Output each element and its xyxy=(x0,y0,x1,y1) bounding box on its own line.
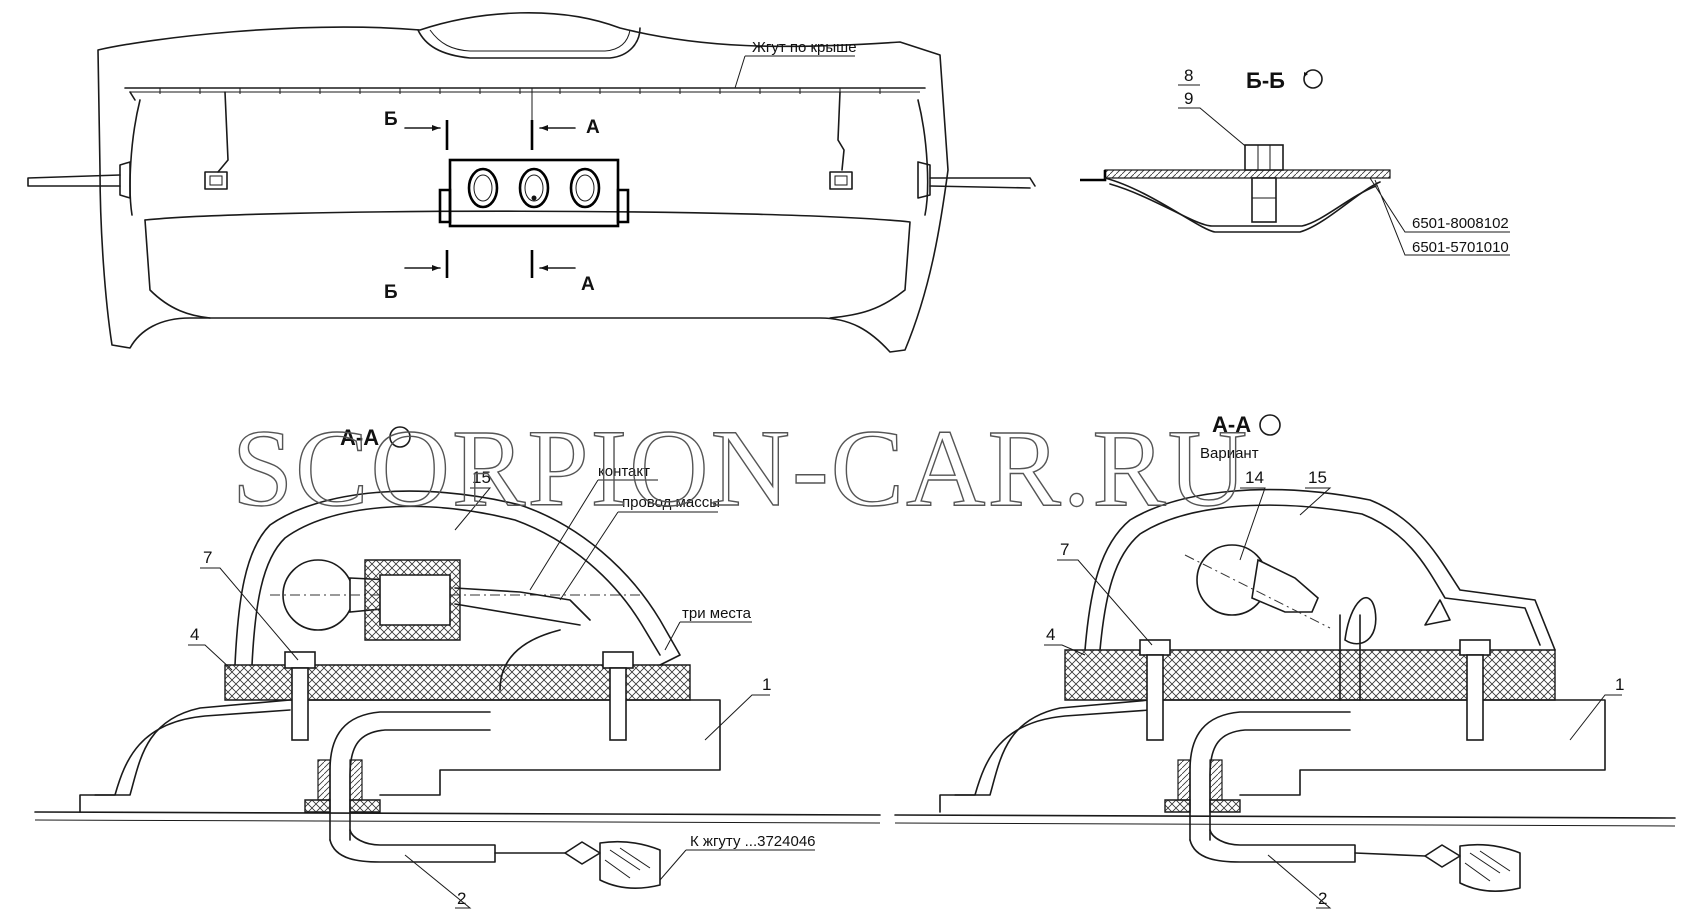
callout-2-left: 2 xyxy=(457,889,466,908)
callout-4-left: 4 xyxy=(190,625,199,644)
callout-8: 8 xyxy=(1184,66,1193,85)
section-b-label-bottom: Б xyxy=(384,282,398,303)
section-b-label-top: Б xyxy=(384,109,398,130)
section-left-rotation-icon xyxy=(389,426,411,448)
callout-9: 9 xyxy=(1184,89,1193,108)
callout-1-left: 1 xyxy=(762,675,771,694)
detail-bb-title: Б-Б xyxy=(1246,68,1285,93)
section-right-rotation-icon xyxy=(1259,414,1281,436)
section-a-label-bottom: А xyxy=(581,274,595,295)
harness-clips xyxy=(159,88,881,94)
part-number-1: 6501-8008102 xyxy=(1412,215,1509,232)
roof-harness-label: Жгут по крыше xyxy=(752,39,857,56)
three-places-label: три места xyxy=(682,605,752,622)
ground-wire-label: провод массы xyxy=(622,494,720,511)
right-bolts xyxy=(1139,639,1491,741)
variant-label: Вариант xyxy=(1200,445,1259,462)
section-right-title: А-А xyxy=(1212,412,1251,437)
contact-label: контакт xyxy=(598,463,650,480)
section-a-label-top: А xyxy=(586,117,600,138)
part-number-2: 6501-5701010 xyxy=(1412,239,1509,256)
section-markers xyxy=(404,88,576,278)
rotation-symbol-icon xyxy=(1303,69,1323,89)
left-bolts xyxy=(284,651,634,741)
watermark: SCORPION-CAR.RU xyxy=(232,407,1249,529)
harness-ref-label: К жгуту ...3724046 xyxy=(690,833,816,850)
top-view: Б А Б А Жгут по крыше xyxy=(27,11,1036,353)
callout-7-right: 7 xyxy=(1060,540,1069,559)
section-aa-right: А-А Вариант 14 15 7 4 1 2 xyxy=(894,412,1676,909)
top-view-marker-lamp xyxy=(438,158,630,228)
callout-14-right: 14 xyxy=(1245,468,1264,487)
section-left-title: А-А xyxy=(340,425,379,450)
callout-15-right: 15 xyxy=(1308,468,1327,487)
callout-7-left: 7 xyxy=(203,548,212,567)
callout-4-right: 4 xyxy=(1046,625,1055,644)
section-aa-left: А-А 15 7 4 1 2 контакт провод массы три … xyxy=(34,425,881,909)
callout-2-right: 2 xyxy=(1318,889,1327,908)
detail-bb: Б-Б 8 9 6501-8008102 6501-5701010 xyxy=(1080,66,1510,256)
callout-15-left: 15 xyxy=(472,468,491,487)
callout-1-right: 1 xyxy=(1615,675,1624,694)
